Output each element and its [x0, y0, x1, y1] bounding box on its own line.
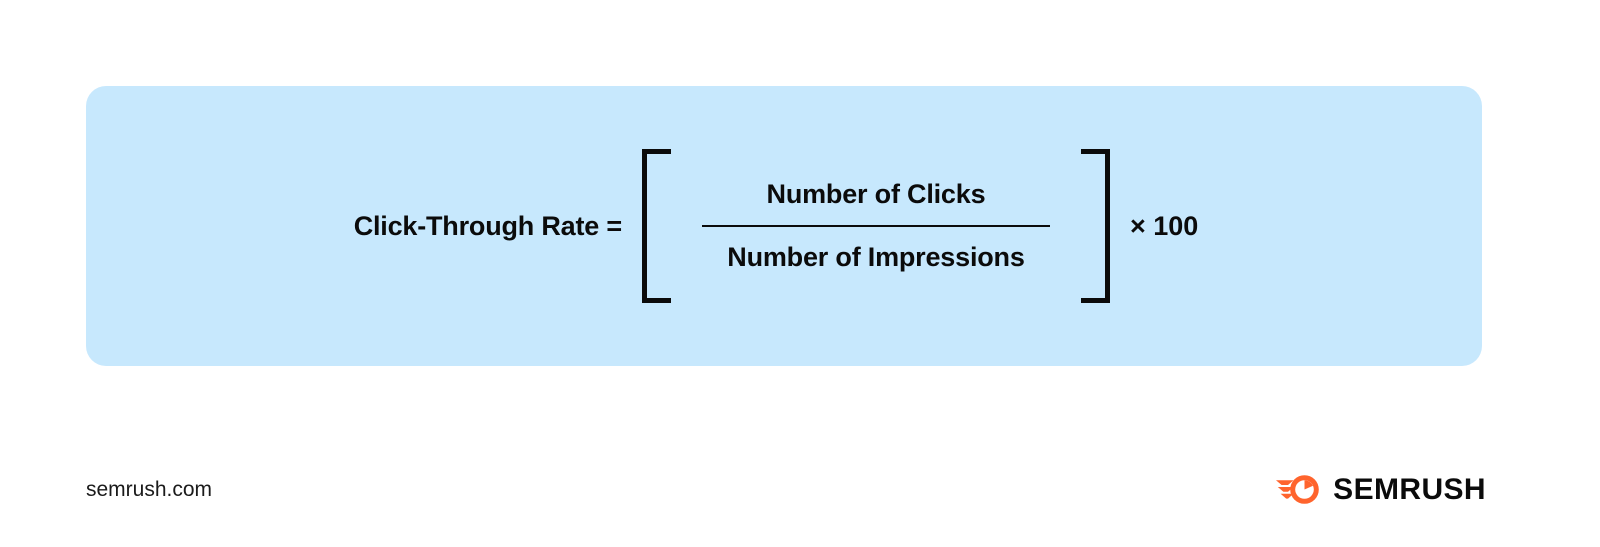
right-bracket-bottom-arm	[1080, 298, 1110, 303]
left-bracket-icon	[641, 149, 672, 303]
footer-domain-label: semrush.com	[86, 478, 213, 501]
fraction-bar	[701, 225, 1050, 227]
formula-row: Click-Through Rate = Number of Clicks Nu…	[86, 86, 1482, 366]
formula-left-side-label: Click-Through Rate =	[353, 210, 622, 241]
formula-multiplier-label: × 100	[1129, 210, 1199, 241]
fraction: Number of Clicks Number of Impressions	[672, 181, 1080, 271]
left-bracket-stem	[641, 149, 647, 303]
fraction-denominator: Number of Impressions	[727, 242, 1025, 272]
fraction-numerator: Number of Clicks	[766, 179, 986, 209]
semrush-wordmark: SEMRUSH	[1333, 472, 1486, 506]
formula-panel: Click-Through Rate = Number of Clicks Nu…	[86, 86, 1482, 366]
left-bracket-top-arm	[641, 149, 671, 154]
right-bracket-icon	[1080, 149, 1110, 303]
semrush-brand-logo: SEMRUSH	[1276, 474, 1486, 505]
formula-expression: Click-Through Rate = Number of Clicks Nu…	[353, 149, 1199, 303]
left-bracket-bottom-arm	[641, 298, 671, 303]
semrush-comet-icon	[1276, 475, 1319, 504]
right-bracket-top-arm	[1080, 149, 1110, 154]
right-bracket-stem	[1104, 149, 1110, 303]
